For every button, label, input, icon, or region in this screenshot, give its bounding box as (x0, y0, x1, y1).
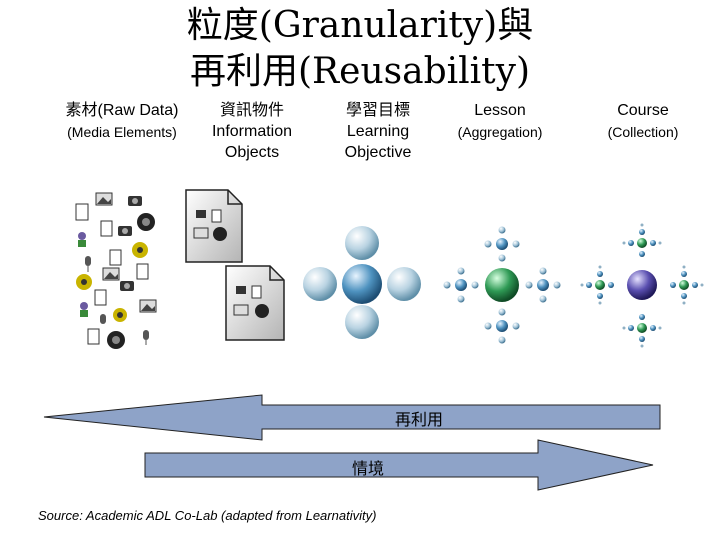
film-reel-icon (107, 331, 125, 349)
information-object-document (225, 265, 285, 341)
column-subtitle: (Aggregation) (457, 124, 543, 140)
column-information-objects: 資訊物件 Information Objects (196, 100, 308, 163)
title-line-1: 粒度(Granularity)與 (186, 5, 534, 46)
lesson-satellite-left (443, 267, 479, 303)
page-icon (136, 263, 149, 280)
page-icon (94, 289, 107, 306)
content-sphere (303, 267, 337, 301)
column-heading: 學習目標 (345, 102, 410, 119)
camera-icon (118, 226, 132, 236)
context-arrow-label: 情境 (352, 459, 385, 478)
column-subtitle: (Collection) (607, 124, 679, 140)
microphone-icon (85, 256, 91, 272)
column-course: Course (Collection) (588, 100, 698, 141)
lesson-aggregation-cluster (443, 226, 561, 344)
context-arrow (144, 439, 654, 491)
camera-icon (128, 196, 142, 206)
title-line-2: 再利用(Reusability) (189, 51, 530, 92)
information-object-document (185, 189, 243, 263)
microphone-icon (143, 330, 149, 345)
person-icon (80, 302, 88, 317)
content-sphere (387, 267, 421, 301)
learning-objective-cluster (303, 226, 421, 339)
column-subtitle-2: Objects (224, 144, 280, 161)
reuse-arrow (43, 394, 661, 441)
page-icon (75, 203, 89, 221)
reuse-arrow-label: 再利用 (395, 410, 444, 429)
image-icon (95, 192, 113, 206)
lesson-satellite-right (525, 267, 561, 303)
media-elements-cluster (75, 192, 157, 349)
film-reel-icon (76, 274, 92, 290)
column-raw-data: 素材(Raw Data) (Media Elements) (52, 100, 192, 141)
film-reel-icon (132, 242, 148, 258)
lesson-objective-sphere (342, 264, 382, 304)
lesson-satellite-top (484, 226, 520, 262)
course-unit-top (622, 223, 662, 257)
course-sphere (627, 270, 657, 300)
image-icon (102, 267, 120, 281)
column-heading: 資訊物件 (219, 102, 284, 119)
source-citation: Source: Academic ADL Co-Lab (adapted fro… (38, 508, 377, 523)
column-subtitle: (Media Elements) (67, 124, 177, 140)
course-collection-cluster (580, 223, 704, 348)
film-reel-icon (137, 213, 155, 231)
column-subtitle: Information (211, 123, 293, 140)
lesson-satellite-bottom (484, 308, 520, 344)
film-reel-icon (113, 308, 127, 322)
person-icon (78, 232, 86, 247)
course-unit-left (580, 265, 614, 305)
content-sphere (345, 305, 379, 339)
unit-objective-sphere (485, 268, 519, 302)
microphone-icon (100, 314, 106, 324)
column-subtitle: Learning (346, 123, 410, 140)
page-icon (100, 220, 113, 237)
image-icon (139, 299, 157, 313)
column-learning-objective: 學習目標 Learning Objective (322, 100, 434, 163)
camera-icon (120, 281, 134, 291)
content-sphere (345, 226, 379, 260)
column-lesson: Lesson (Aggregation) (440, 100, 560, 141)
column-heading: 素材(Raw Data) (65, 102, 179, 119)
page-icon (109, 249, 122, 266)
page-icon (87, 328, 100, 345)
column-heading: Course (617, 102, 669, 119)
course-unit-bottom (622, 314, 662, 348)
course-unit-right (670, 265, 704, 305)
column-subtitle-2: Objective (344, 144, 412, 161)
column-heading: Lesson (474, 102, 526, 119)
